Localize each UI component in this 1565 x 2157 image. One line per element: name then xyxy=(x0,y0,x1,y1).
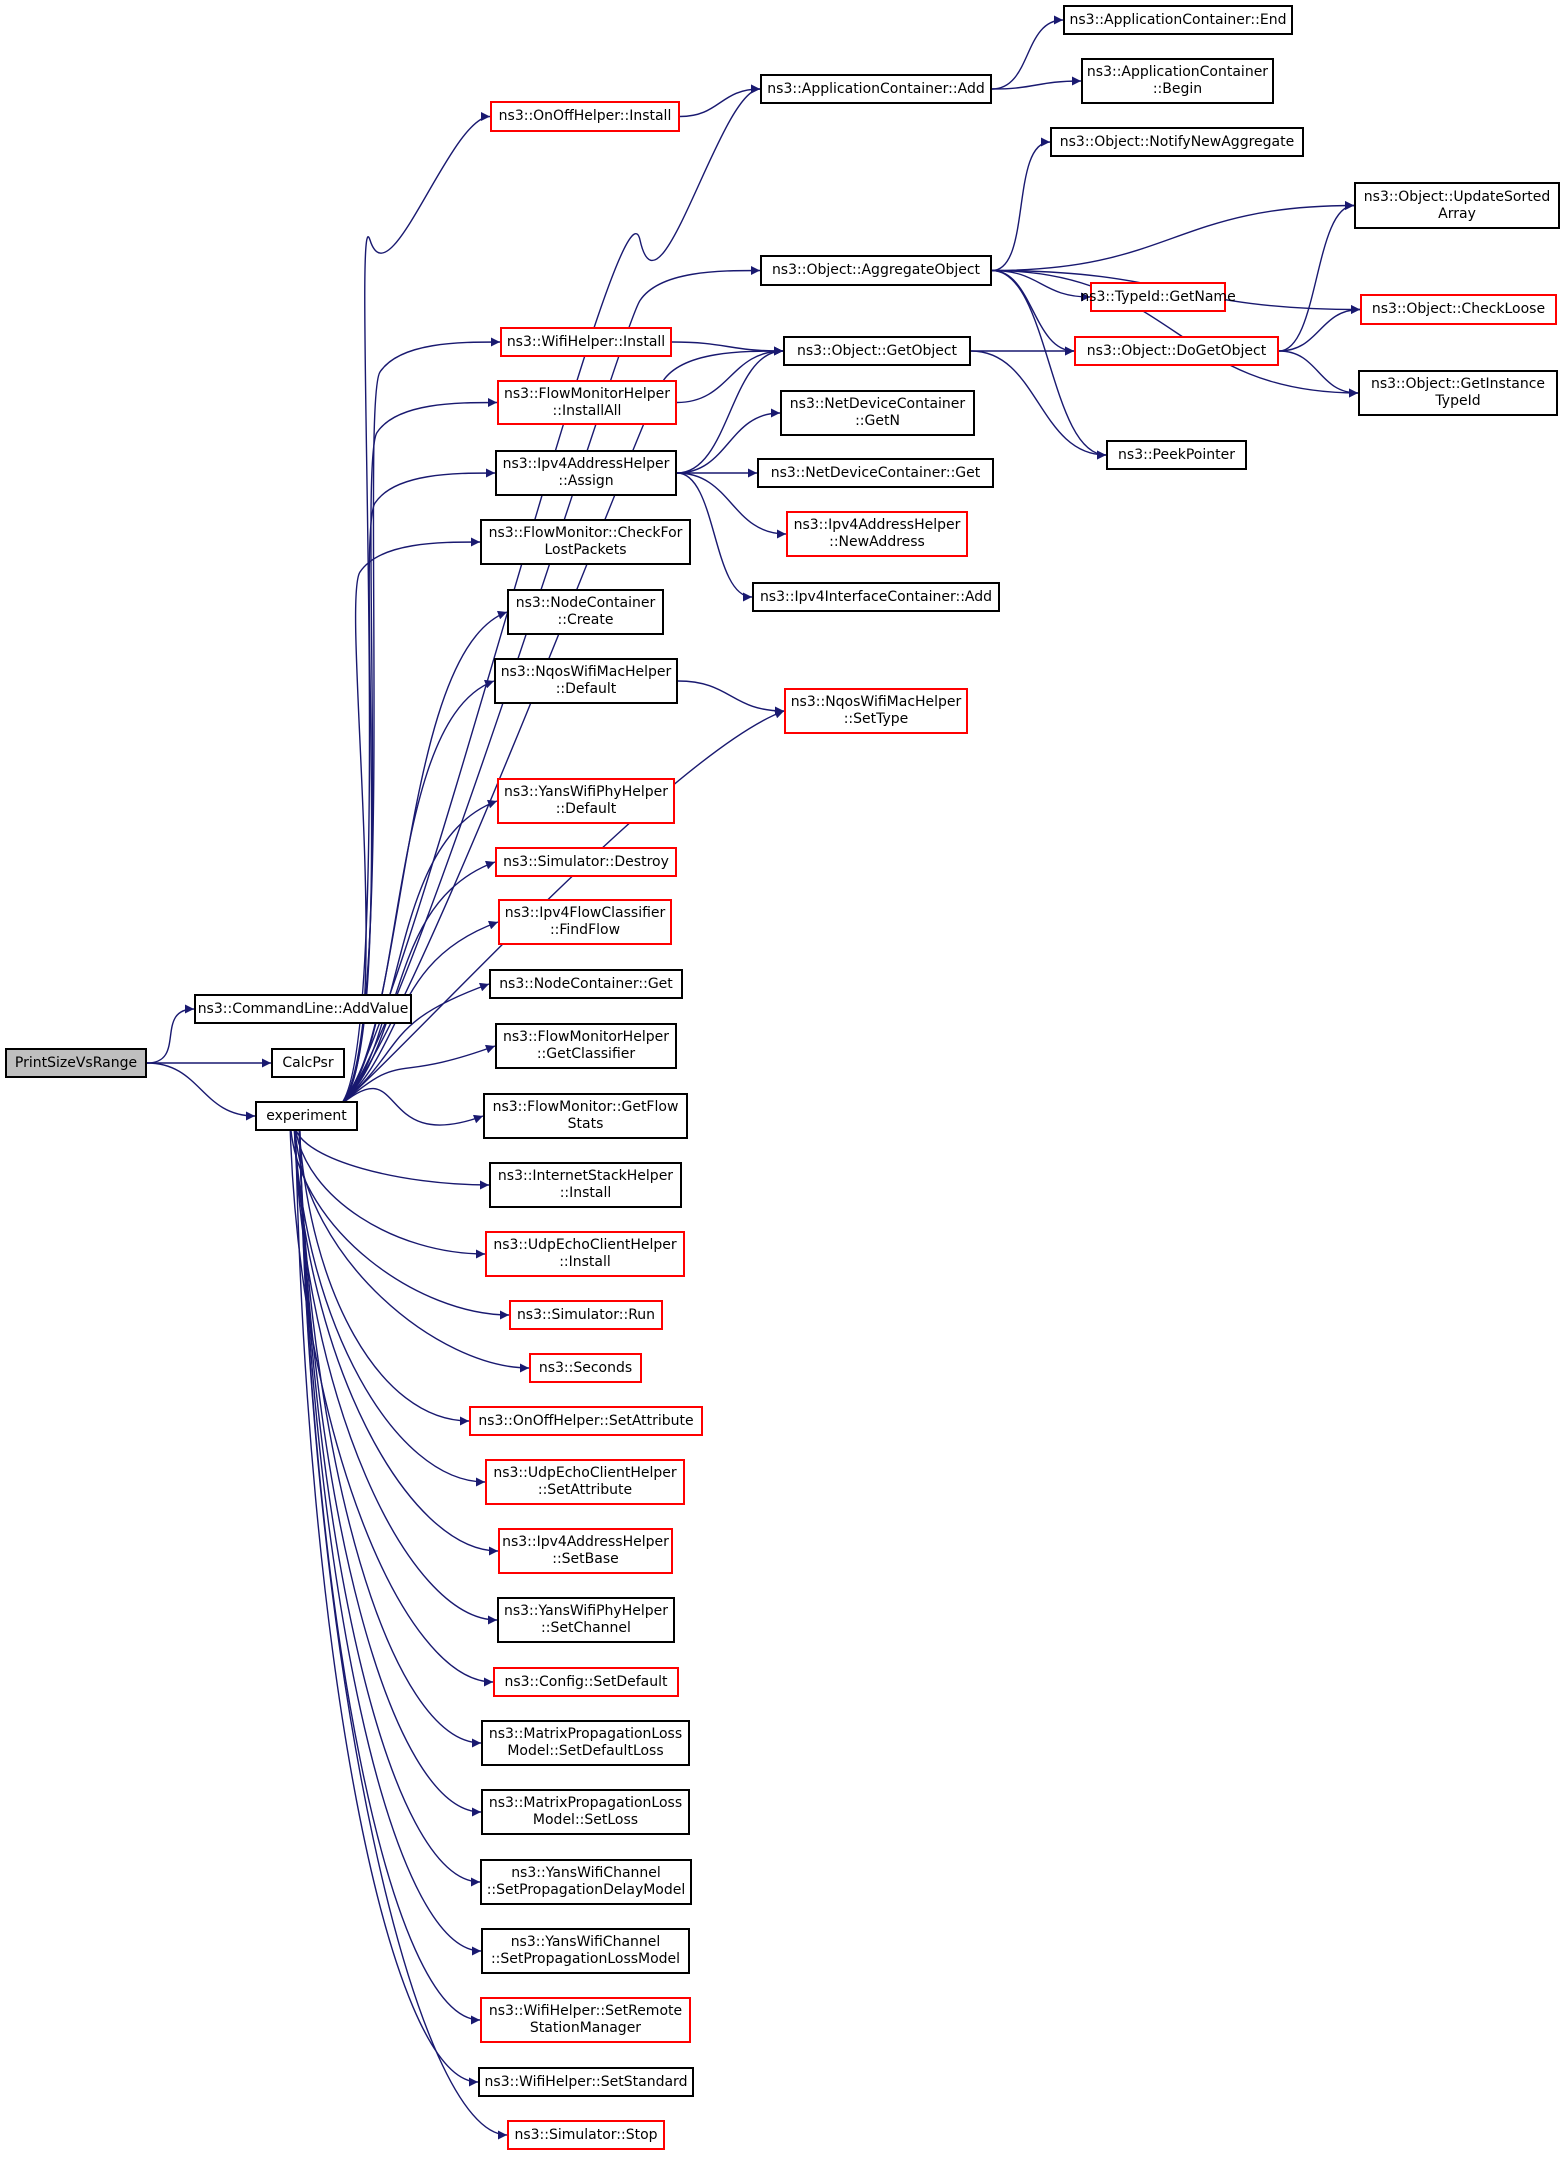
edge-experiment-to-wifi-setstandard xyxy=(294,1128,479,2087)
edge-aggregate-to-peekpointer xyxy=(991,269,1107,460)
node-aggregate[interactable]: ns3::Object::AggregateObject xyxy=(760,255,992,286)
node-peekpointer[interactable]: ns3::PeekPointer xyxy=(1106,440,1247,470)
node-wifi-install[interactable]: ns3::WifiHelper::Install xyxy=(500,327,672,357)
edge-experiment-to-inet-install xyxy=(294,1128,490,1190)
node-netdev-getn[interactable]: ns3::NetDeviceContainer ::GetN xyxy=(780,390,975,436)
edge-experiment-to-aggregate xyxy=(337,266,761,1108)
edge-root-to-addvalue xyxy=(146,1004,195,1064)
node-onoff-install[interactable]: ns3::OnOffHelper::Install xyxy=(490,101,680,132)
edge-experiment-to-onoff-setattr xyxy=(298,1128,470,1426)
edge-ipv4-assign-to-ipv4if-add xyxy=(676,472,753,602)
node-dogetobject[interactable]: ns3::Object::DoGetObject xyxy=(1074,336,1279,366)
edge-nqos-default-to-nqos-settype xyxy=(677,680,785,716)
node-nc-create[interactable]: ns3::NodeContainer ::Create xyxy=(507,589,664,635)
edge-experiment-to-yansphy-setchannel xyxy=(293,1128,498,1625)
node-matrix-setdefaultloss[interactable]: ns3::MatrixPropagationLoss Model::SetDef… xyxy=(481,1720,690,1766)
node-nqos-default[interactable]: ns3::NqosWifiMacHelper ::Default xyxy=(494,658,678,704)
node-sim-run[interactable]: ns3::Simulator::Run xyxy=(509,1300,663,1330)
edge-experiment-to-yanschan-setloss xyxy=(299,1128,482,1956)
edge-aggregate-to-typeid-getname xyxy=(991,269,1091,302)
edge-experiment-to-yanschan-setdelay xyxy=(299,1128,481,1887)
node-yansphy-setchannel[interactable]: ns3::YansWifiPhyHelper ::SetChannel xyxy=(497,1597,675,1643)
edge-experiment-to-fmh-getclassifier xyxy=(337,1044,496,1108)
node-inet-install[interactable]: ns3::InternetStackHelper ::Install xyxy=(489,1162,682,1208)
edge-experiment-to-wifi-setremote xyxy=(299,1128,481,2025)
edge-experiment-to-nc-get xyxy=(337,982,490,1108)
node-ipv4-setbase[interactable]: ns3::Ipv4AddressHelper ::SetBase xyxy=(498,1528,673,1574)
node-appcont-end[interactable]: ns3::ApplicationContainer::End xyxy=(1063,5,1293,35)
node-experiment[interactable]: experiment xyxy=(255,1101,358,1131)
node-yansphy-default[interactable]: ns3::YansWifiPhyHelper ::Default xyxy=(497,778,675,824)
edge-experiment-to-appcont-add xyxy=(337,84,761,1108)
node-seconds[interactable]: ns3::Seconds xyxy=(529,1353,642,1383)
edge-appcont-add-to-appcont-end xyxy=(991,15,1064,90)
node-yanschan-setdelay[interactable]: ns3::YansWifiChannel ::SetPropagationDel… xyxy=(480,1859,692,1905)
node-ipv4if-add[interactable]: ns3::Ipv4InterfaceContainer::Add xyxy=(752,582,1000,612)
edge-experiment-to-yansphy-default xyxy=(337,799,498,1108)
node-updatesorted[interactable]: ns3::Object::UpdateSorted Array xyxy=(1354,182,1560,229)
edge-aggregate-to-updatesorted xyxy=(991,201,1355,272)
edge-experiment-to-udpecho-install xyxy=(294,1128,486,1259)
node-getobject[interactable]: ns3::Object::GetObject xyxy=(783,336,971,366)
edge-root-to-experiment xyxy=(146,1062,256,1121)
edge-appcont-add-to-appcont-begin xyxy=(991,76,1082,90)
edge-aggregate-to-getinstance xyxy=(991,269,1359,398)
node-config-setdefault[interactable]: ns3::Config::SetDefault xyxy=(493,1667,679,1697)
node-sim-stop[interactable]: ns3::Simulator::Stop xyxy=(507,2120,665,2150)
node-ipv4fc-findflow[interactable]: ns3::Ipv4FlowClassifier ::FindFlow xyxy=(498,899,672,945)
node-wifi-setremote[interactable]: ns3::WifiHelper::SetRemote StationManage… xyxy=(480,1997,691,2043)
edge-experiment-to-onoff-install xyxy=(337,112,491,1108)
node-fm-checklost[interactable]: ns3::FlowMonitor::CheckFor LostPackets xyxy=(480,519,691,565)
node-matrix-setloss[interactable]: ns3::MatrixPropagationLoss Model::SetLos… xyxy=(481,1789,690,1835)
edge-experiment-to-fm-getflowstats xyxy=(337,1087,484,1126)
edge-aggregate-to-dogetobject xyxy=(991,269,1075,356)
edge-experiment-to-seconds xyxy=(294,1128,530,1373)
node-fm-getflowstats[interactable]: ns3::FlowMonitor::GetFlow Stats xyxy=(483,1093,688,1139)
node-fmh-getclassifier[interactable]: ns3::FlowMonitorHelper ::GetClassifier xyxy=(495,1023,677,1069)
node-nc-get[interactable]: ns3::NodeContainer::Get xyxy=(489,969,683,999)
node-typeid-getname[interactable]: ns3::TypeId::GetName xyxy=(1080,282,1236,312)
node-onoff-setattr[interactable]: ns3::OnOffHelper::SetAttribute xyxy=(469,1406,703,1436)
edge-getobject-to-peekpointer xyxy=(970,350,1107,460)
node-appcont-add[interactable]: ns3::ApplicationContainer::Add xyxy=(760,74,992,104)
edge-ipv4-assign-to-ipv4-newaddr xyxy=(676,472,787,539)
node-nqos-settype[interactable]: ns3::NqosWifiMacHelper ::SetType xyxy=(784,688,968,734)
node-udpecho-install[interactable]: ns3::UdpEchoClientHelper ::Install xyxy=(485,1231,685,1277)
edge-onoff-install-to-appcont-add xyxy=(679,84,761,118)
node-appcont-begin[interactable]: ns3::ApplicationContainer ::Begin xyxy=(1081,58,1274,104)
edge-fm-installall-to-getobject xyxy=(676,346,784,404)
edge-experiment-to-sim-stop xyxy=(299,1128,508,2140)
node-root: PrintSizeVsRange xyxy=(5,1048,147,1078)
edge-experiment-to-sim-destroy xyxy=(337,860,496,1108)
node-calcpsr[interactable]: CalcPsr xyxy=(271,1048,345,1078)
edge-dogetobject-to-getinstance xyxy=(1278,350,1359,398)
node-fm-installall[interactable]: ns3::FlowMonitorHelper ::InstallAll xyxy=(497,380,677,425)
node-checkloose[interactable]: ns3::Object::CheckLoose xyxy=(1360,294,1557,325)
node-addvalue[interactable]: ns3::CommandLine::AddValue xyxy=(194,994,412,1024)
node-ipv4-newaddr[interactable]: ns3::Ipv4AddressHelper ::NewAddress xyxy=(786,511,968,557)
node-notify[interactable]: ns3::Object::NotifyNewAggregate xyxy=(1050,127,1304,157)
node-ipv4-assign[interactable]: ns3::Ipv4AddressHelper ::Assign xyxy=(495,450,677,496)
edge-dogetobject-to-updatesorted xyxy=(1278,201,1355,352)
node-sim-destroy[interactable]: ns3::Simulator::Destroy xyxy=(495,847,677,877)
node-netdev-get[interactable]: ns3::NetDeviceContainer::Get xyxy=(757,458,994,488)
edge-dogetobject-to-checkloose xyxy=(1278,305,1361,352)
edge-ipv4-assign-to-getobject xyxy=(676,346,784,474)
edge-aggregate-to-notify xyxy=(991,137,1051,272)
node-getinstance[interactable]: ns3::Object::GetInstance TypeId xyxy=(1358,370,1558,416)
node-wifi-setstandard[interactable]: ns3::WifiHelper::SetStandard xyxy=(478,2067,694,2097)
edge-ipv4-assign-to-netdev-getn xyxy=(676,408,781,474)
node-yanschan-setloss[interactable]: ns3::YansWifiChannel ::SetPropagationLos… xyxy=(481,1928,690,1974)
edge-experiment-to-matrix-setloss xyxy=(298,1128,482,1817)
node-udpecho-setattr[interactable]: ns3::UdpEchoClientHelper ::SetAttribute xyxy=(485,1459,685,1505)
edge-experiment-to-nqos-default xyxy=(337,679,495,1108)
edge-experiment-to-ipv4-setbase xyxy=(293,1128,499,1556)
edge-experiment-to-matrix-setdefaultloss xyxy=(298,1128,482,1748)
edge-wifi-install-to-getobject xyxy=(671,341,784,356)
